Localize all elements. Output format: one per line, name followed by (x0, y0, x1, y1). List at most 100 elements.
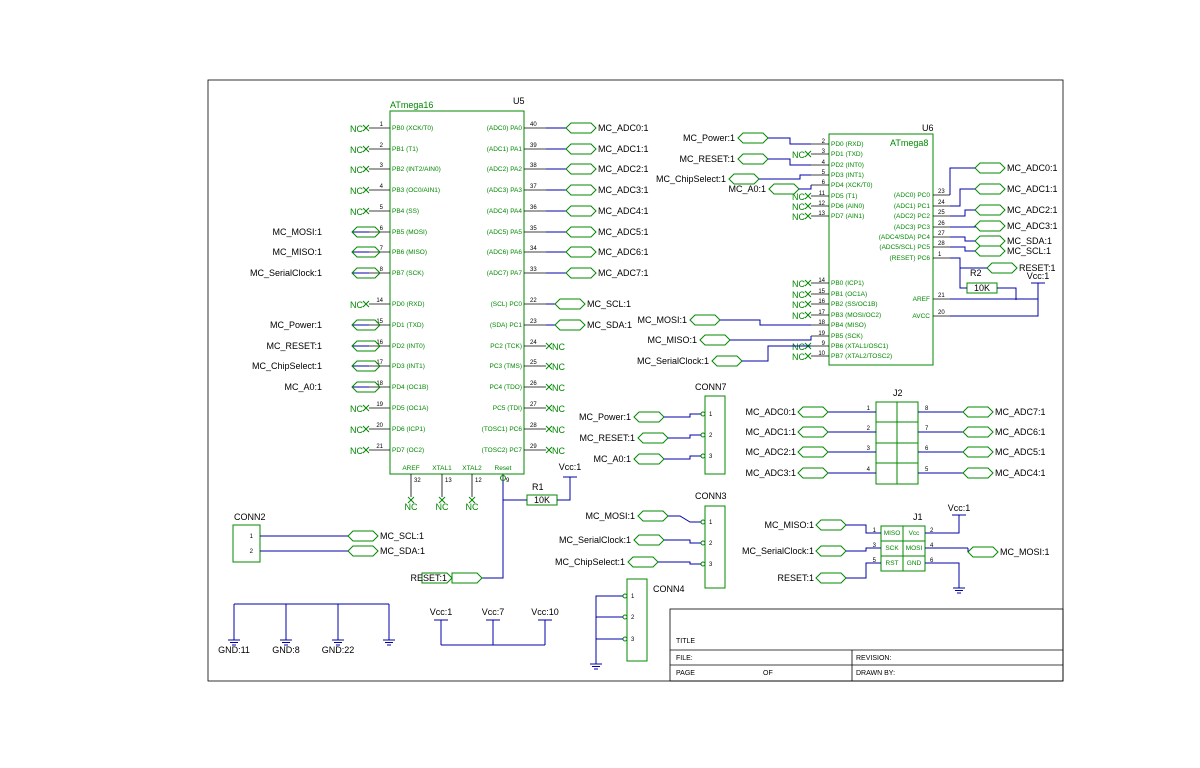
net-label: MC_ADC1:1 (1007, 184, 1058, 194)
nc-label: NC (792, 352, 805, 362)
u6-pin-number: 4 (822, 160, 826, 166)
net-label: MC_ADC6:1 (598, 247, 649, 257)
u5-pin-label: PD1 (TXD) (392, 322, 424, 329)
u5-pin-number: 15 (376, 319, 383, 325)
u5-pin-number: 24 (530, 340, 537, 346)
u6-pin-number: 11 (819, 191, 826, 197)
conn7-pin-number: 3 (709, 454, 713, 460)
net-label: MC_MISO:1 (647, 335, 697, 345)
net-port-MC_ChipSelect:1 (351, 360, 381, 372)
u5-pin-label: AREF (402, 465, 419, 472)
gnd-label: GND:22 (322, 645, 355, 655)
nc-label: NC (350, 124, 363, 134)
nc-label: NC (552, 446, 565, 456)
net-port-MC_ADC4:1 (962, 467, 994, 479)
net-label: MC_ADC5:1 (598, 227, 649, 237)
u6-pin-number: 20 (938, 310, 945, 316)
net-port-MC_ADC3:1 (565, 184, 597, 196)
u5-pin-label: (SCL) PC0 (491, 301, 523, 308)
u5-pin-label: PB5 (MOSI) (392, 229, 427, 236)
u6-pin-number: 16 (818, 299, 825, 305)
u5-pin-number: 35 (530, 226, 537, 232)
u6-pin-number: 25 (938, 210, 945, 216)
u5-pin-label: XTAL2 (462, 465, 482, 472)
net-label: MC_ChipSelect:1 (252, 361, 322, 371)
net-port-MC_Power:1 (633, 411, 665, 423)
u6-pin-number: 13 (818, 211, 825, 217)
u5-pin-label: PD0 (RXD) (392, 301, 425, 308)
j1-isp-header[interactable]: J1MISOSCKRSTVccMOSIGND135246MC_MISO:1MC_… (742, 503, 1050, 594)
j2-pin-number: 1 (867, 406, 871, 412)
j1-pin-number: 6 (930, 558, 934, 564)
u5-pin-label: PB1 (T1) (392, 146, 418, 153)
conn4-pin-number: 3 (631, 637, 635, 643)
net-port-MC_Power:1 (737, 132, 769, 144)
u5-pin-number: 38 (530, 163, 537, 169)
r1-value: 10K (534, 495, 550, 505)
net-port-MC_ADC4:1 (565, 205, 597, 217)
u6-pin-number: 2 (822, 139, 826, 145)
u5-pin-number: 14 (376, 298, 383, 304)
r1-ref: R1 (532, 482, 544, 492)
net-label: MC_SDA:1 (1007, 236, 1052, 246)
net-port-MC_ADC0:1 (974, 162, 1006, 174)
u6-pin-label: PB6 (XTAL1/OSC1) (831, 343, 888, 350)
page-label: PAGE (676, 670, 695, 677)
u5-pin-label: PD5 (OC1A) (392, 405, 428, 412)
u5-part-name: ATmega16 (390, 100, 433, 110)
u6-pin-number: 14 (818, 278, 825, 284)
vcc-label: Vcc:1 (559, 462, 582, 472)
u5-pin-label: PC5 (TDI) (493, 405, 522, 412)
u5-pin-label: (ADC1) PA1 (487, 146, 523, 153)
u5-pin-number: 25 (530, 360, 537, 366)
net-label: MC_Power:1 (579, 412, 631, 422)
net-port-MC_SDA:1 (347, 545, 379, 557)
r2-ref: R2 (970, 268, 982, 278)
net-label: MC_SDA:1 (587, 320, 632, 330)
net-port-MC_SerialClock:1 (633, 534, 665, 546)
net-label: MC_ADC1:1 (745, 427, 796, 437)
net-port-MC_MISO:1 (351, 246, 381, 258)
conn7-pin-number: 1 (709, 412, 713, 418)
u5-pin-number: 36 (530, 205, 537, 211)
u5-pin-number: 37 (530, 184, 537, 190)
conn3-pin-number: 2 (709, 541, 713, 547)
j1-pin-number: 4 (930, 543, 934, 549)
u5-pin-label: (ADC5) PA5 (487, 229, 523, 236)
net-port-MC_A0:1 (633, 453, 665, 465)
u5-pin-number: 29 (530, 444, 537, 450)
nc-label: NC (350, 165, 363, 175)
j2-ref: J2 (893, 388, 903, 398)
u5-pin-number: 19 (376, 402, 383, 408)
net-label: RESET:1 (410, 573, 447, 583)
u5-pin-number: 21 (376, 444, 383, 450)
u5-pin-number: 12 (475, 478, 482, 484)
u5-pin-label: (TOSC2) PC7 (482, 447, 523, 454)
u5-pin-number: 13 (445, 478, 452, 484)
nc-label: NC (792, 342, 805, 352)
net-label: MC_ADC4:1 (598, 206, 649, 216)
net-label: MC_RESET:1 (579, 433, 635, 443)
j1-pin-number: 5 (873, 558, 877, 564)
nc-label: NC (350, 425, 363, 435)
nc-label: NC (792, 279, 805, 289)
vcc-label: Vcc:1 (948, 503, 971, 513)
nc-label: NC (350, 446, 363, 456)
u5-pin-number: 8 (380, 267, 384, 273)
nc-label: NC (350, 207, 363, 217)
net-port-MC_ADC1:1 (565, 143, 597, 155)
u6-pin-label: (ADC5/SCL) PC5 (879, 244, 930, 251)
u5-pin-label: PC3 (TMS) (490, 363, 523, 370)
j2-header[interactable]: J21MC_ADC0:12MC_ADC1:13MC_ADC2:14MC_ADC3… (745, 388, 1046, 485)
title-block: TITLE FILE: REVISION: PAGE OF DRAWN BY: (669, 608, 1064, 682)
j1-inner-label: RST (886, 560, 899, 567)
conn3-connector[interactable]: CONN3123MC_MOSI:1MC_SerialClock:1MC_Chip… (555, 491, 727, 589)
net-label: MC_ADC5:1 (995, 447, 1046, 457)
